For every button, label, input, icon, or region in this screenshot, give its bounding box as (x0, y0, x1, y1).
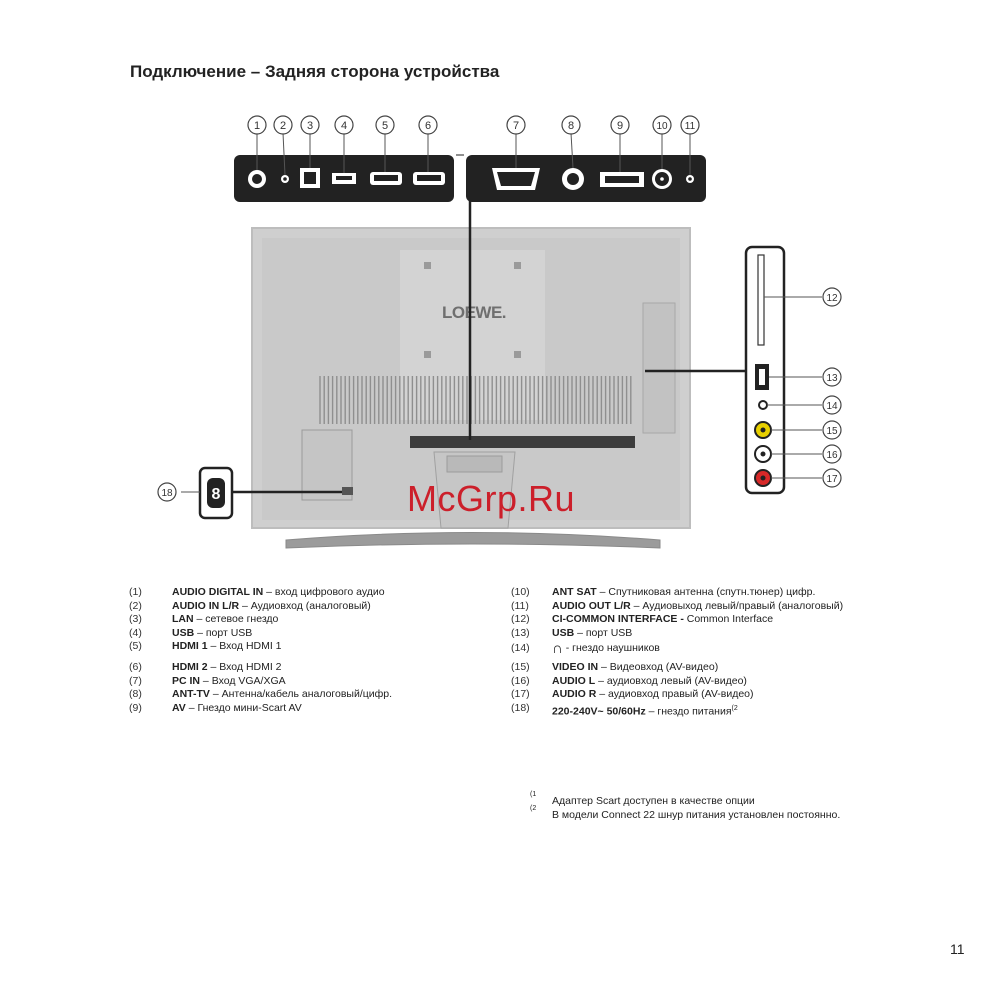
tv-stand (285, 532, 661, 549)
side-connector-panel (744, 245, 786, 495)
legend-number: (9) (129, 701, 142, 714)
callout-number-5: 5 (382, 120, 388, 132)
top-connector-panel (234, 154, 706, 202)
watermark: McGrp.Ru (407, 478, 576, 519)
legend-text: PC IN – Вход VGA/XGA (172, 674, 286, 687)
callout-number-9: 9 (617, 120, 623, 132)
legend-number: (1) (129, 586, 142, 598)
page-title: Подключение – Задняя сторона устройства (130, 62, 500, 81)
callout-number-14: 14 (826, 401, 838, 412)
legend-number: (4) (129, 626, 142, 639)
legend-text: 220-240V~ 50/60Hz – гнездо питания(2 (552, 704, 738, 718)
callout-number-13: 13 (826, 373, 838, 384)
callout-number-12: 12 (826, 293, 838, 304)
callout-circle-14 (822, 395, 842, 415)
callout-number-1: 1 (254, 120, 260, 132)
legend-text: LAN – сетевое гнездо (172, 613, 279, 625)
vesa-mount-holes (424, 262, 521, 358)
callout-circle-16 (822, 444, 842, 464)
callout-circle-12 (822, 287, 842, 307)
legend-text: AUDIO OUT L/R – Аудиовыход левый/правый … (552, 599, 844, 612)
vent-grille (319, 376, 632, 424)
callout-number-7: 7 (513, 120, 519, 132)
legend-number: (7) (129, 674, 142, 687)
legend-number: (6) (129, 661, 142, 673)
legend-number: (12) (511, 613, 530, 625)
callout-number-11: 11 (685, 121, 696, 132)
legend-number: (17) (511, 688, 530, 700)
legend-number: (8) (129, 688, 142, 700)
legend-number: (15) (511, 661, 530, 673)
callout-circle-13 (822, 367, 842, 387)
callout-number-18: 18 (161, 488, 173, 499)
legend-number: (16) (511, 674, 530, 687)
legend-text: USB – порт USB (172, 626, 253, 639)
callout-number-3: 3 (307, 120, 313, 132)
legend-text: AUDIO DIGITAL IN – вход цифрового аудио (172, 586, 385, 598)
callout-circle-4 (334, 115, 354, 135)
callout-circle-3 (300, 115, 320, 135)
legend-text: HDMI 2 – Вход HDMI 2 (172, 661, 282, 673)
callout-number-2: 2 (280, 120, 286, 132)
legend-text: AV – Гнездо мини-Scart AV (172, 701, 302, 714)
headphones-icon: ∩ (552, 640, 563, 657)
callout-circle-5 (375, 115, 395, 135)
callout-number-6: 6 (425, 120, 431, 132)
callout-lines (256, 132, 691, 176)
legend-number: (3) (129, 613, 142, 625)
callout-number-4: 4 (341, 120, 347, 132)
page-number: 11 (950, 941, 965, 957)
callout-circle-17 (822, 468, 842, 488)
power-socket-panel: 8 (198, 466, 234, 520)
legend-text: ∩ - гнездо наушников (552, 640, 660, 657)
legend-text: CI-COMMON INTERFACE - Common Interface (552, 613, 774, 625)
callout-circle-6 (418, 115, 438, 135)
legend-number: (18) (511, 701, 530, 714)
legend-number: (10) (511, 586, 530, 598)
legend-text: AUDIO R – аудиовход правый (AV-видео) (552, 688, 754, 700)
legend-text: VIDEO IN – Видеовход (AV-видео) (552, 661, 719, 673)
callout-number-15: 15 (826, 426, 838, 437)
legend-text: ANT-TV – Антенна/кабель аналоговый/цифр. (172, 688, 393, 700)
legend-text: HDMI 1 – Вход HDMI 1 (172, 640, 282, 652)
legend-text: USB – порт USB (552, 626, 633, 639)
legend-number: (5) (129, 640, 142, 652)
brand-logo: LOEWE. (442, 303, 506, 322)
callout-circle-15 (822, 420, 842, 440)
legend-number: (13) (511, 626, 530, 639)
callout-circle-11 (680, 115, 700, 135)
callout-circle-1 (247, 115, 267, 135)
legend-number: (14) (511, 642, 530, 654)
callout-circle-2 (273, 115, 293, 135)
legend-text: AUDIO L – аудиовход левый (AV-видео) (552, 674, 747, 687)
callout-circle-18 (157, 482, 177, 502)
callout-number-10: 10 (656, 121, 668, 132)
svg-text:8: 8 (212, 486, 221, 503)
callout-circle-9 (610, 115, 630, 135)
callout-circle-10 (652, 115, 672, 135)
legend-number: (11) (511, 599, 529, 612)
callout-circle-8 (561, 115, 581, 135)
callout-number-17: 17 (826, 474, 838, 485)
legend-text: AUDIO IN L/R – Аудиовход (аналоговый) (172, 599, 371, 612)
callout-circle-7 (506, 115, 526, 135)
callout-number-8: 8 (568, 120, 574, 132)
legend-text: ANT SAT – Спутниковая антенна (спутн.тюн… (552, 586, 816, 598)
callout-number-16: 16 (826, 450, 838, 461)
legend-number: (2) (129, 599, 142, 612)
